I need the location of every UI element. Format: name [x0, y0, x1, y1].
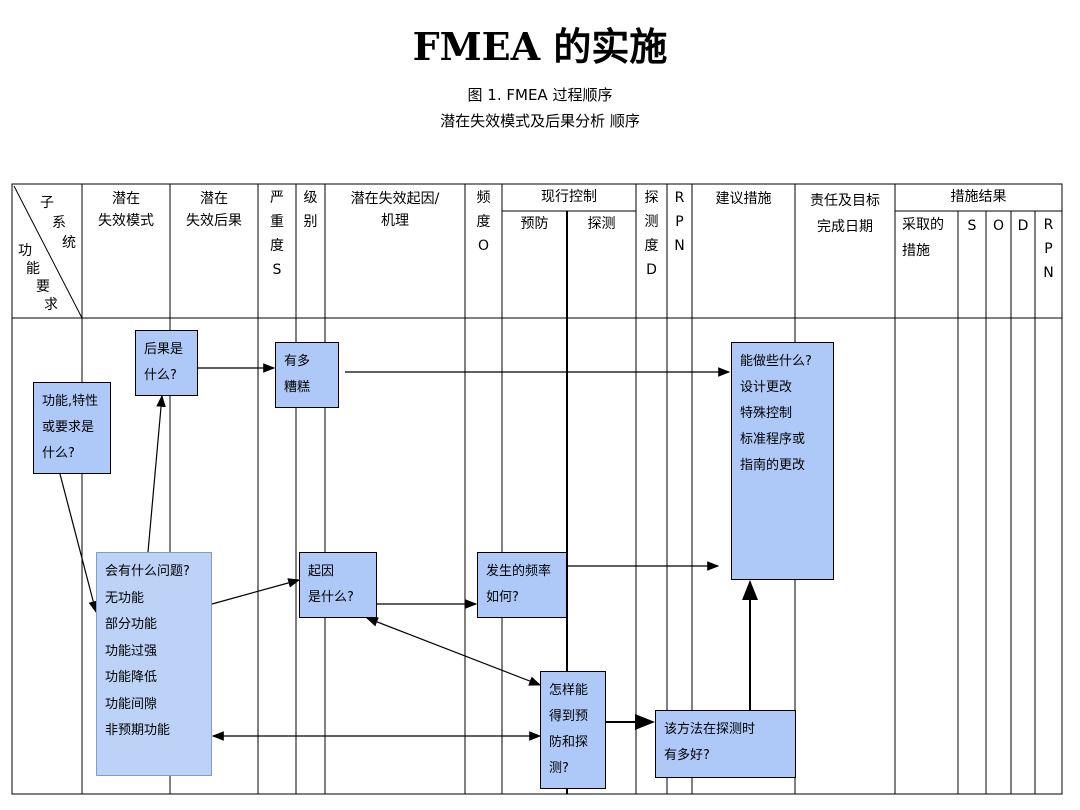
corner-label-sub: 子 [40, 195, 54, 211]
header-failure-mode: 潜在 失效模式 [98, 191, 154, 229]
corner-label-func2: 能 [26, 261, 40, 277]
header-action-results: 措施结果 [950, 189, 1007, 205]
header-effect: 潜在 失效后果 [186, 191, 242, 229]
header-action-taken: 采取的 措施 [902, 217, 944, 259]
header-severity: 严 重 度 S [270, 190, 284, 278]
figure-caption: 图 1. FMEA 过程顺序 [467, 86, 613, 104]
box-prevent-detect: 怎样能 得到预 防和探 测? [540, 671, 606, 789]
header-d: D [1017, 218, 1029, 234]
header-recommended-actions: 建议措施 [715, 191, 772, 207]
header-s: S [967, 218, 977, 234]
header-rpn-result: R P N [1043, 217, 1054, 281]
figure-subcaption: 潜在失效模式及后果分析 顺序 [440, 112, 640, 130]
header-rpn: R P N [674, 190, 685, 254]
header-prevention: 预防 [520, 216, 549, 232]
header-cause: 潜在失效起因/ 机理 [350, 191, 440, 229]
box-cause: 起因 是什么? [299, 552, 377, 618]
corner-label-req: 要 [36, 279, 50, 295]
header-occurrence: 频 度 O [476, 190, 491, 254]
header-detection: 探 测 度 D [644, 190, 659, 278]
corner-label-sys: 系 [52, 215, 66, 231]
box-severity: 有多 糟糕 [275, 342, 339, 408]
corner-label-func: 功 [18, 243, 32, 259]
flow-arrows [59, 363, 758, 741]
box-recommended-actions: 能做些什么? 设计更改 特殊控制 标准程序或 指南的更改 [731, 342, 834, 580]
corner-label-req2: 求 [44, 297, 58, 313]
header-detection-control: 探测 [587, 216, 616, 232]
box-detection-quality: 该方法在探测时 有多好? [655, 710, 796, 778]
box-occurrence: 发生的频率 如何? [477, 552, 567, 618]
header-responsibility: 责任及目标 完成日期 [810, 193, 880, 235]
page-title: FMEA 的实施 [412, 24, 668, 69]
box-effect: 后果是 什么? [135, 330, 198, 396]
header-o: O [992, 218, 1005, 234]
box-function: 功能,特性 或要求是 什么? [33, 382, 111, 474]
header-current-control: 现行控制 [541, 189, 597, 205]
box-failure-mode: 会有什么问题? 无功能 部分功能 功能过强 功能降低 功能间隙 非预期功能 [96, 552, 212, 776]
corner-label-sys2: 统 [62, 235, 76, 251]
header-class: 级 别 [303, 190, 318, 230]
